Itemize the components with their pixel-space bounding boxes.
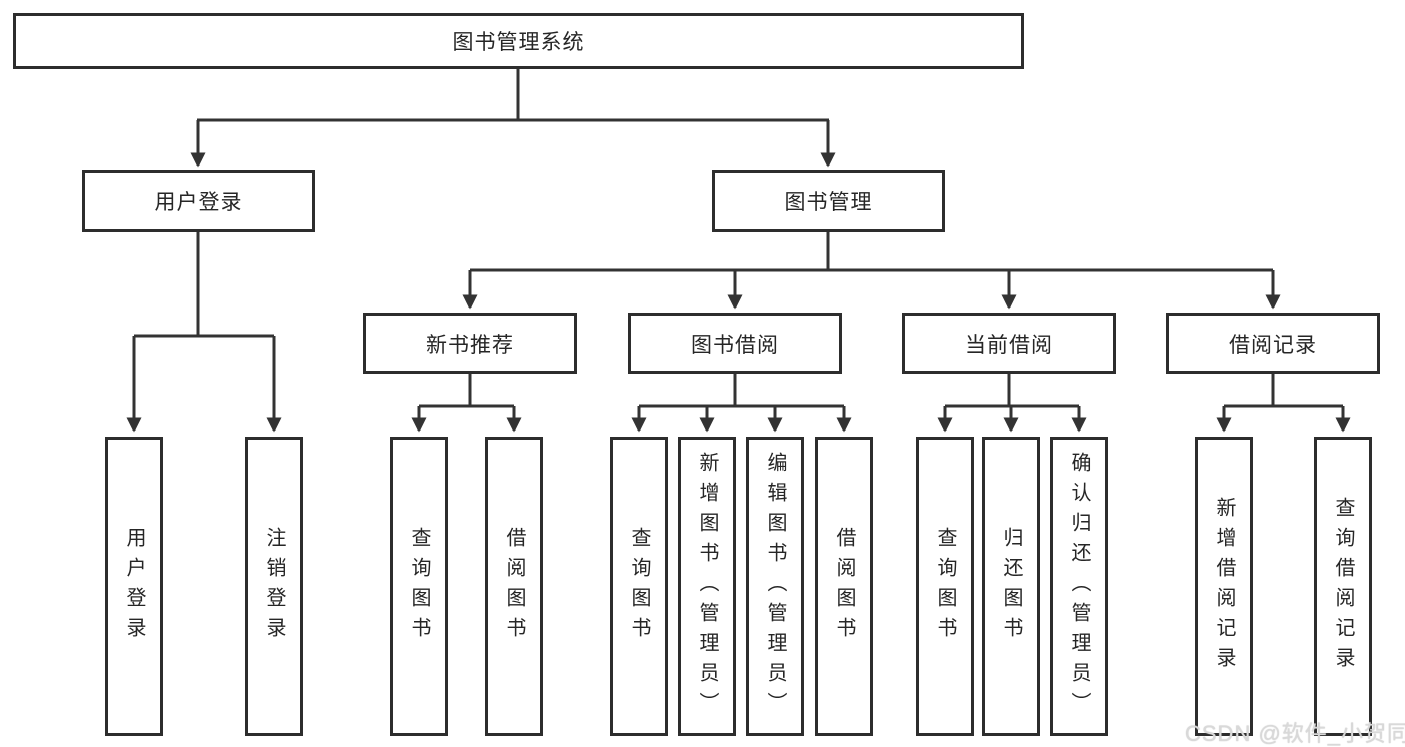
node-book-management: 图书管理 [712,170,945,232]
leaf-user-login: 用户登录 [105,437,163,736]
leaf-confirm-return-admin: 确认归还（管理员） [1050,437,1108,736]
leaf-query-books: 查询图书 [610,437,668,736]
leaf-query-books: 查询图书 [390,437,448,736]
leaf-add-books-admin: 新增图书（管理员） [678,437,736,736]
node-user-login: 用户登录 [82,170,315,232]
leaf-borrow-books: 借阅图书 [485,437,543,736]
node-new-book-recommend: 新书推荐 [363,313,577,374]
csdn-watermark: CSDN @软件_小贺同学 [1185,721,1405,746]
leaf-return-books: 归还图书 [982,437,1040,736]
node-borrowing-records: 借阅记录 [1166,313,1380,374]
node-book-borrowing: 图书借阅 [628,313,842,374]
leaf-query-borrow-record: 查询借阅记录 [1314,437,1372,736]
leaf-add-borrow-record: 新增借阅记录 [1195,437,1253,736]
node-current-borrowing: 当前借阅 [902,313,1116,374]
leaf-logout: 注销登录 [245,437,303,736]
leaf-edit-books-admin: 编辑图书（管理员） [746,437,804,736]
node-library-management-system: 图书管理系统 [13,13,1024,69]
leaf-borrow-books: 借阅图书 [815,437,873,736]
leaf-query-books: 查询图书 [916,437,974,736]
